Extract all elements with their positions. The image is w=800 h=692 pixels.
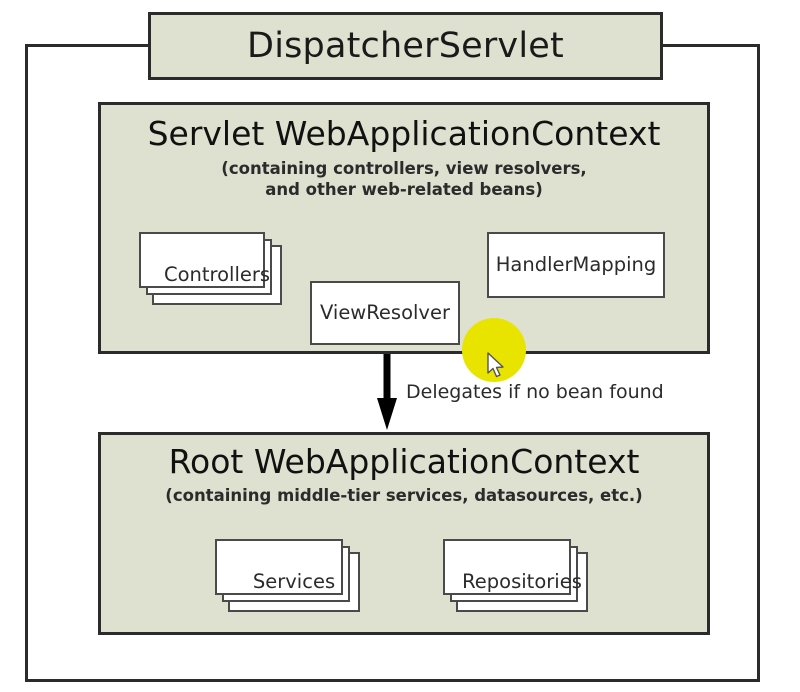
bean-box-viewresolver[interactable]: ViewResolver: [310, 281, 460, 345]
root-webapplicationcontext-panel: Root WebApplicationContext (containing m…: [98, 432, 710, 635]
bean-box-repositories[interactable]: Repositories: [443, 539, 588, 612]
bean-label-viewresolver: ViewResolver: [319, 301, 450, 325]
root-context-subtitle: (containing middle-tier services, dataso…: [165, 485, 643, 505]
delegation-arrow-caption: Delegates if no bean found: [406, 381, 664, 403]
bean-box-controllers[interactable]: Controllers: [139, 232, 282, 305]
servlet-context-heading: Servlet WebApplicationContext: [147, 114, 661, 153]
delegation-arrow-icon: [377, 354, 397, 430]
servlet-context-subtitle: (containing controllers, view resolvers,…: [221, 158, 587, 200]
bean-label-controllers: Controllers: [163, 263, 271, 287]
bean-box-handlermapping[interactable]: HandlerMapping: [487, 232, 665, 298]
bean-label-handlermapping: HandlerMapping: [495, 253, 657, 277]
bean-label-services: Services: [252, 570, 336, 594]
dispatcher-servlet-title-box: DispatcherServlet: [148, 12, 663, 80]
bean-label-repositories: Repositories: [462, 570, 582, 594]
page-title: DispatcherServlet: [247, 25, 564, 66]
bean-box-services[interactable]: Services: [215, 539, 360, 612]
root-context-heading: Root WebApplicationContext: [168, 442, 640, 481]
